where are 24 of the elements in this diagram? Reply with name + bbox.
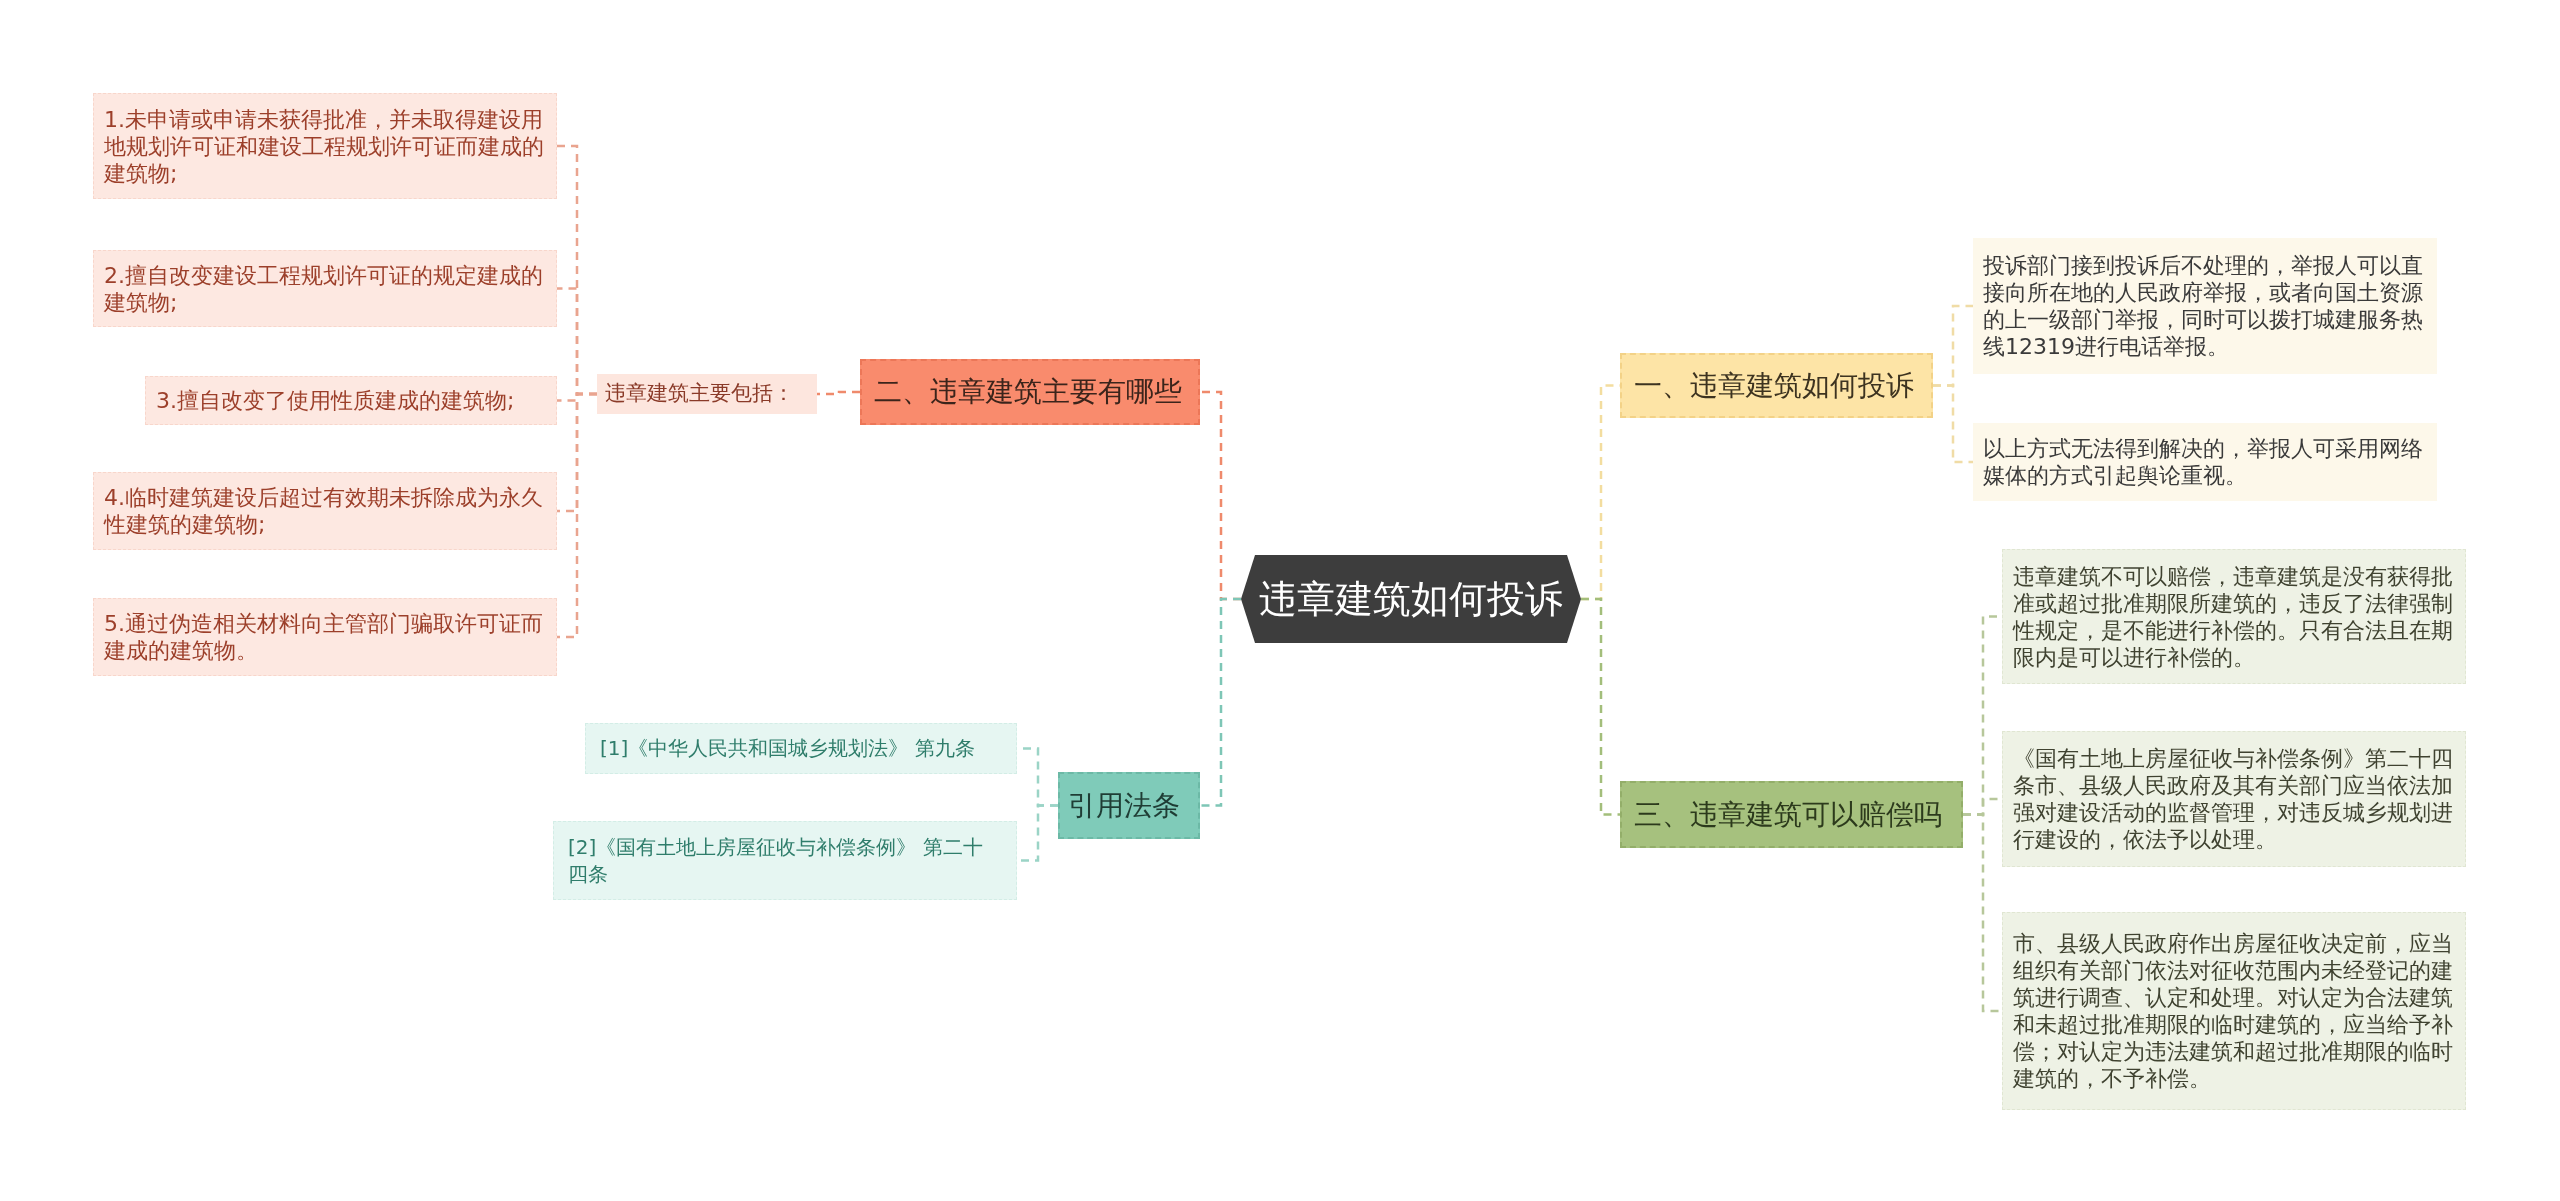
reference-card: [1]《中华人民共和国城乡规划法》 第九条 xyxy=(585,723,1017,774)
connector-line xyxy=(557,392,597,639)
note-card: 违章建筑不可以赔偿，违章建筑是没有获得批准或超过批准期限所建筑的，违反了法律强制性规定，是不能进行补偿的。只有合法且在期限内是可以进行补偿的。 xyxy=(2002,549,2466,684)
list-item-card: 5.通过伪造相关材料向主管部门骗取许可证而建成的建筑物。 xyxy=(93,598,557,676)
connector-line xyxy=(1200,597,1241,807)
note-card: 投诉部门接到投诉后不处理的，举报人可以直接向所在地的人民政府举报，或者向国土资源的上一级部门举报，同时可以拨打城建服务热线12319进行电话举报。 xyxy=(1973,238,2437,374)
list-item-card: 3.擅自改变了使用性质建成的建筑物; xyxy=(145,376,557,425)
note-card: 《国有土地上房屋征收与补偿条例》第二十四条市、县级人民政府及其有关部门应当依法加强对建设活动的监督管理，对违反城乡规划进行建设的，依法予以处理。 xyxy=(2002,731,2466,867)
reference-card: [2]《国有土地上房屋征收与补偿条例》 第二十四条 xyxy=(553,821,1017,900)
branch-topic: 三、违章建筑可以赔偿吗 xyxy=(1620,781,1963,848)
connector-line xyxy=(1963,813,2002,1013)
note-card: 以上方式无法得到解决的，举报人可采用网络媒体的方式引起舆论重视。 xyxy=(1973,423,2437,501)
list-item-card: 1.未申请或申请未获得批准，并未取得建设用地规划许可证和建设工程规划许可证而建成的建筑物; xyxy=(93,93,557,199)
connector-line xyxy=(1933,384,1973,464)
list-item-card: 4.临时建筑建设后超过有效期未拆除成为永久性建筑的建筑物; xyxy=(93,472,557,550)
connector-line xyxy=(1581,597,1620,816)
connector-line xyxy=(817,390,860,396)
note-card: 市、县级人民政府作出房屋征收决定前，应当组织有关部门依法对征收范围内未经登记的建筑进行调查、认定和处理。对认定为合法建筑和未超过批准期限的临时建筑的，应当给予补偿；对认定为违法建筑和超过批准期限的临时建筑的，不予补偿。 xyxy=(2002,912,2466,1110)
branch-topic: 二、违章建筑主要有哪些 xyxy=(860,359,1200,425)
subtopic-card: 违章建筑主要包括： xyxy=(597,374,817,414)
branch-topic: 引用法条 xyxy=(1058,772,1200,839)
branch-topic: 一、违章建筑如何投诉 xyxy=(1620,353,1933,418)
list-item-card: 2.擅自改变建设工程规划许可证的规定建成的建筑物; xyxy=(93,250,557,327)
central-topic: 违章建筑如何投诉 xyxy=(1241,555,1581,643)
